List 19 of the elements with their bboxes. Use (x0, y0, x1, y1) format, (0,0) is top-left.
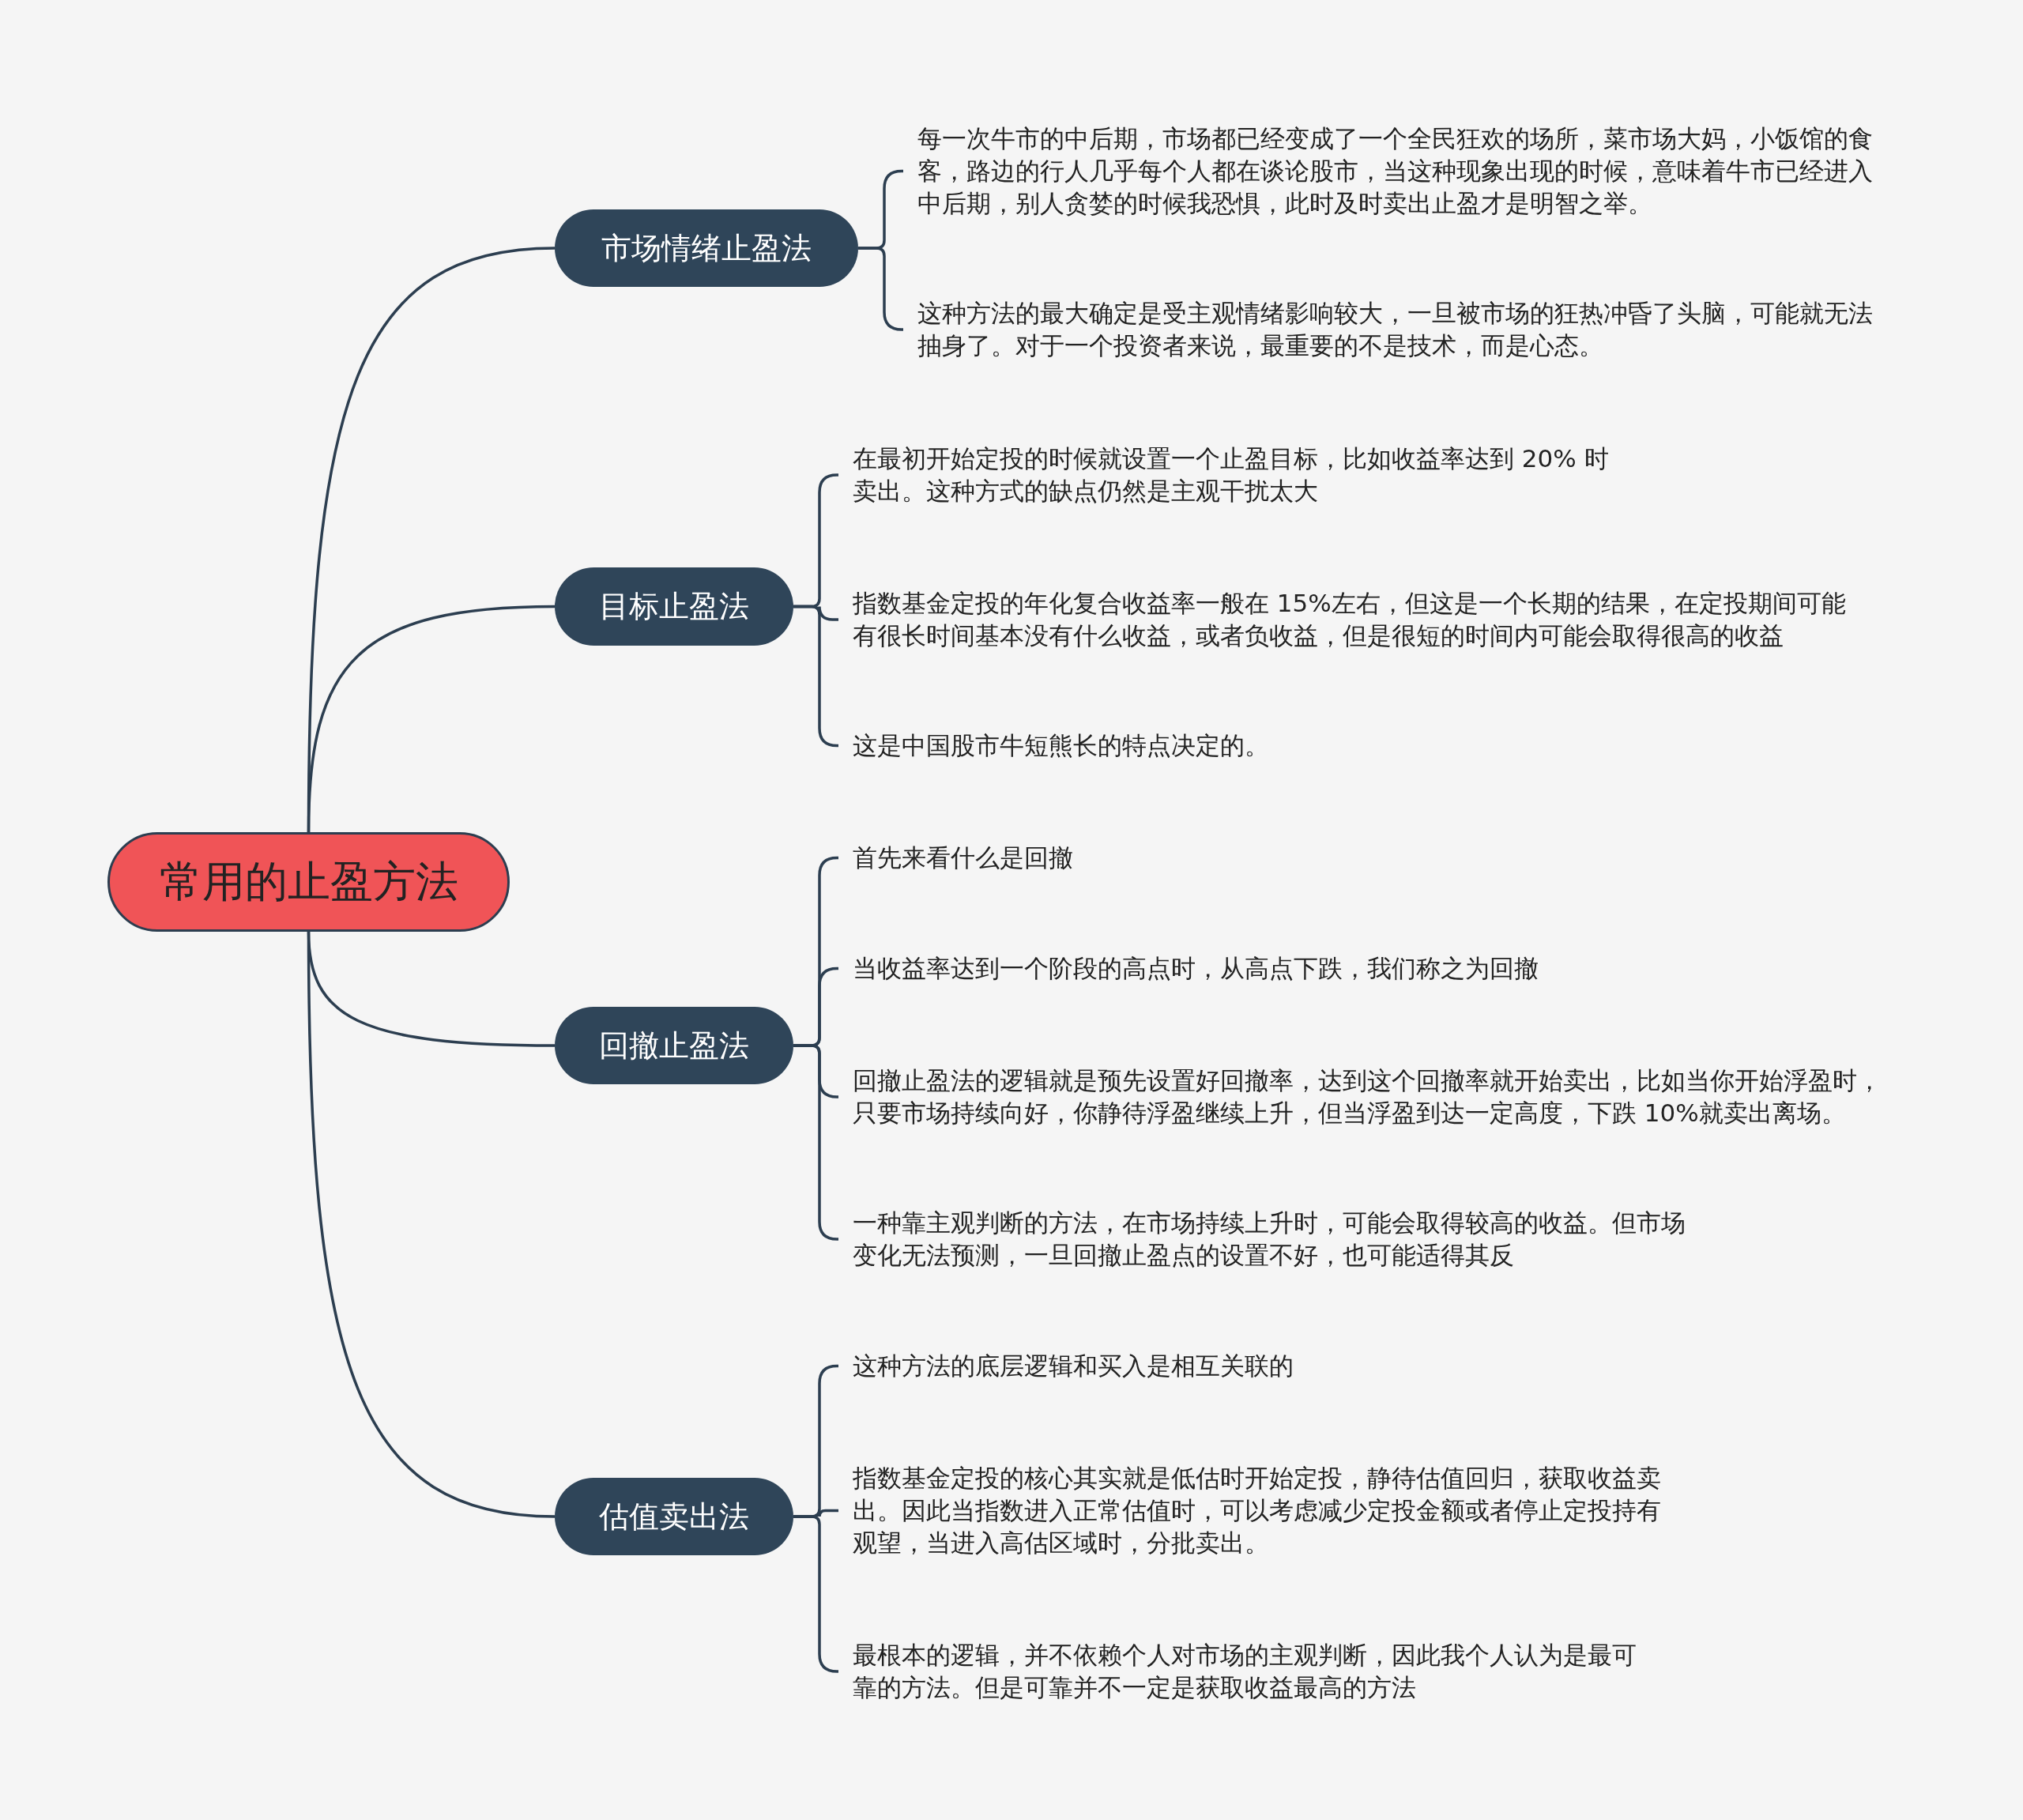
topic-text: 回撤止盈法的逻辑就是预先设置好回撤率，达到这个回撤率就开始卖出，比如当你开始浮盈时，只要市场持续向好，你静待浮盈继续上升，但当浮盈到达一定高度，下跌 10%就卖出离场。 (853, 1065, 1882, 1129)
branch-topic-box: 市场情绪止盈法 (555, 209, 858, 287)
topic-text: 最根本的逻辑，并不依赖个人对市场的主观判断，因此我个人认为是最可靠的方法。但是可靠并不一定是获取收益最高的方法 (853, 1640, 1637, 1703)
topic-text: 当收益率达到一个阶段的高点时，从高点下跌，我们称之为回撤 (853, 953, 1539, 984)
topic-text: 指数基金定投的年化复合收益率一般在 15%左右，但这是一个长期的结果，在定投期间可能有很长时间基本没有什么收益，或者负收益，但是很短的时间内可能会取得很高的收益 (853, 588, 1847, 651)
topic-text: 指数基金定投的核心其实就是低估时开始定投，静待估值回归，获取收益卖出。因此当指数进入正常估值时，可以考虑减少定投金额或者停止定投持有观望，当进入高估区域时，分批卖出。 (853, 1463, 1662, 1558)
topic-text: 首先来看什么是回撤 (853, 842, 1074, 873)
topic-text: 这是中国股市牛短熊长的特点决定的。 (853, 730, 1270, 761)
central-topic-box: 常用的止盈方法 (107, 832, 510, 932)
topic-text: 每一次牛市的中后期，市场都已经变成了一个全民狂欢的场所，菜市场大妈，小饭馆的食客，路边的行人几乎每个人都在谈论股市，当这种现象出现的时候，意味着牛市已经进入中后期，别人贪婪的时候我恐惧，此时及时卖出止盈才是明智之举。 (917, 123, 1874, 219)
branch-topic-box: 回撤止盈法 (555, 1007, 793, 1084)
branch-topic-box: 目标止盈法 (555, 567, 793, 646)
topic-text: 一种靠主观判断的方法，在市场持续上升时，可能会取得较高的收益。但市场变化无法预测，一旦回撤止盈点的设置不好，也可能适得其反 (853, 1208, 1686, 1271)
topic-text: 这种方法的底层逻辑和买入是相互关联的 (853, 1351, 1294, 1381)
topic-text: 这种方法的最大确定是受主观情绪影响较大，一旦被市场的狂热冲昏了头脑，可能就无法抽身了。对于一个投资者来说，最重要的不是技术，而是心态。 (917, 298, 1874, 361)
branch-topic-box: 估值卖出法 (555, 1478, 793, 1555)
connector-line (307, 932, 556, 1518)
topic-text: 在最初开始定投的时候就设置一个止盈目标，比如收益率达到 20% 时卖出。这种方式的缺点仍然是主观干扰太大 (853, 443, 1609, 507)
connector-line (307, 605, 556, 833)
